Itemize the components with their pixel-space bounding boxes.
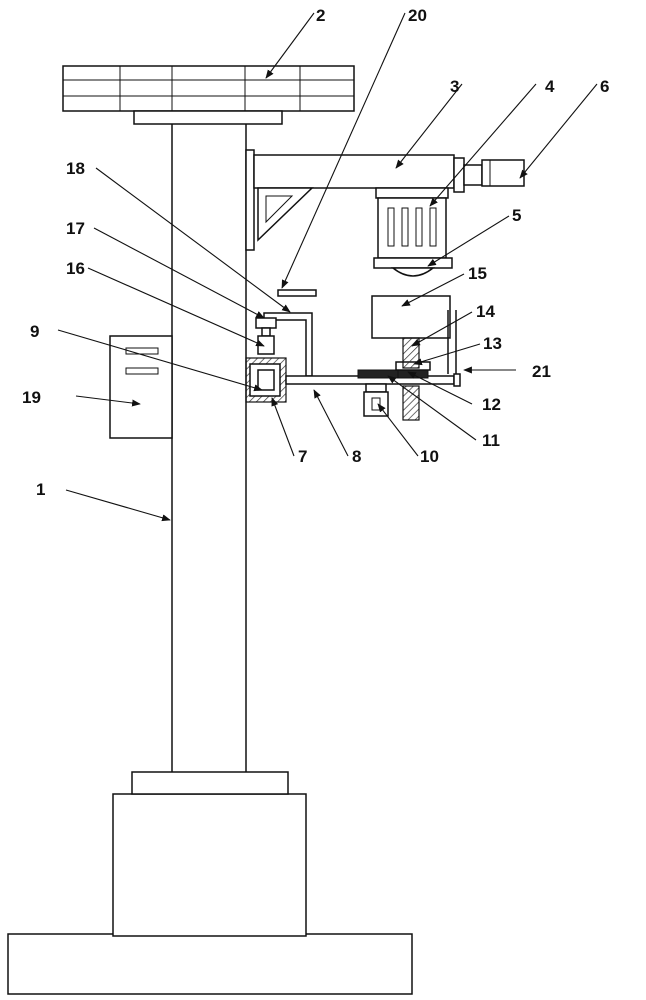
label-15: 15	[468, 264, 487, 283]
label-1: 1	[36, 480, 45, 499]
label-7: 7	[298, 447, 307, 466]
sliding-sleeve	[246, 358, 286, 402]
label-3: 3	[450, 77, 459, 96]
label-2: 2	[316, 6, 325, 25]
camera-module	[482, 160, 524, 186]
lamp-head	[374, 258, 452, 276]
column-pedestal	[113, 772, 306, 936]
solar-panel	[63, 66, 354, 124]
label-20: 20	[408, 6, 427, 25]
clamp-upper	[256, 318, 276, 354]
label-14: 14	[476, 302, 495, 321]
main-pole	[172, 124, 246, 772]
label-17: 17	[66, 219, 85, 238]
gear-motor	[364, 384, 388, 416]
label-13: 13	[483, 334, 502, 353]
label-12: 12	[482, 395, 501, 414]
label-4: 4	[545, 77, 555, 96]
control-box	[110, 336, 172, 438]
label-21: 21	[532, 362, 551, 381]
label-5: 5	[512, 206, 521, 225]
label-11: 11	[482, 431, 500, 450]
ground-base	[8, 934, 412, 994]
label-16: 16	[66, 259, 85, 278]
plate	[278, 290, 316, 296]
label-10: 10	[420, 447, 439, 466]
label-8: 8	[352, 447, 361, 466]
label-19: 19	[22, 388, 41, 407]
label-9: 9	[30, 322, 39, 341]
label-6: 6	[600, 77, 609, 96]
label-18: 18	[66, 159, 85, 178]
